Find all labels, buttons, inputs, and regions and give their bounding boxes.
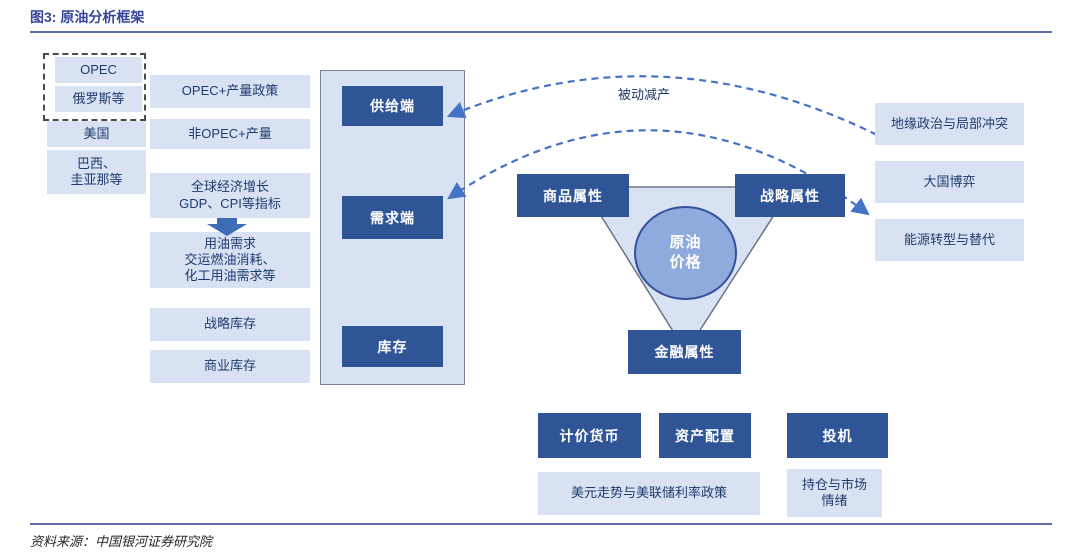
node-financial-attribute: 金融属性 bbox=[628, 330, 741, 374]
bottom-divider bbox=[30, 523, 1052, 525]
factor-energy-transition: 能源转型与替代 bbox=[875, 219, 1024, 261]
factor-commercial-inventory: 商业库存 bbox=[150, 350, 310, 383]
factor-strategic-inventory: 战略库存 bbox=[150, 308, 310, 341]
factor-great-power-game: 大国博弈 bbox=[875, 161, 1024, 203]
node-inventory: 库存 bbox=[342, 326, 443, 367]
factor-positions-sentiment: 持仓与市场 情绪 bbox=[787, 469, 882, 517]
node-pricing-currency: 计价货币 bbox=[538, 413, 641, 458]
factor-oil-demand: 用油需求 交运燃油消耗、 化工用油需求等 bbox=[150, 232, 310, 288]
node-demand-side: 需求端 bbox=[342, 196, 443, 239]
factor-geopolitics: 地缘政治与局部冲突 bbox=[875, 103, 1024, 145]
node-asset-allocation: 资产配置 bbox=[659, 413, 751, 458]
node-oil-price: 原油 价格 bbox=[634, 206, 737, 300]
factor-macro-indicators: 全球经济增长 GDP、CPI等指标 bbox=[150, 173, 310, 218]
figure-title: 图3: 原油分析框架 bbox=[30, 9, 145, 25]
producer-usa: 美国 bbox=[47, 121, 146, 147]
source-note: 资料来源：中国银河证券研究院 bbox=[30, 534, 213, 549]
producer-opec: OPEC bbox=[55, 57, 142, 83]
node-strategic-attribute: 战略属性 bbox=[735, 174, 845, 217]
node-commodity-attribute: 商品属性 bbox=[517, 174, 629, 217]
producer-brazil-guyana: 巴西、 圭亚那等 bbox=[47, 150, 146, 194]
producer-russia: 俄罗斯等 bbox=[55, 86, 142, 112]
node-speculation: 投机 bbox=[787, 413, 888, 458]
top-divider bbox=[30, 31, 1052, 33]
node-supply-side: 供给端 bbox=[342, 86, 443, 126]
opec-plus-group-outline bbox=[43, 53, 146, 121]
factor-non-opec-output: 非OPEC+产量 bbox=[150, 119, 310, 149]
factor-opec-policy: OPEC+产量政策 bbox=[150, 75, 310, 108]
factor-usd-fed-policy: 美元走势与美联储利率政策 bbox=[538, 472, 760, 515]
passive-cut-label: 被动减产 bbox=[618, 87, 671, 102]
